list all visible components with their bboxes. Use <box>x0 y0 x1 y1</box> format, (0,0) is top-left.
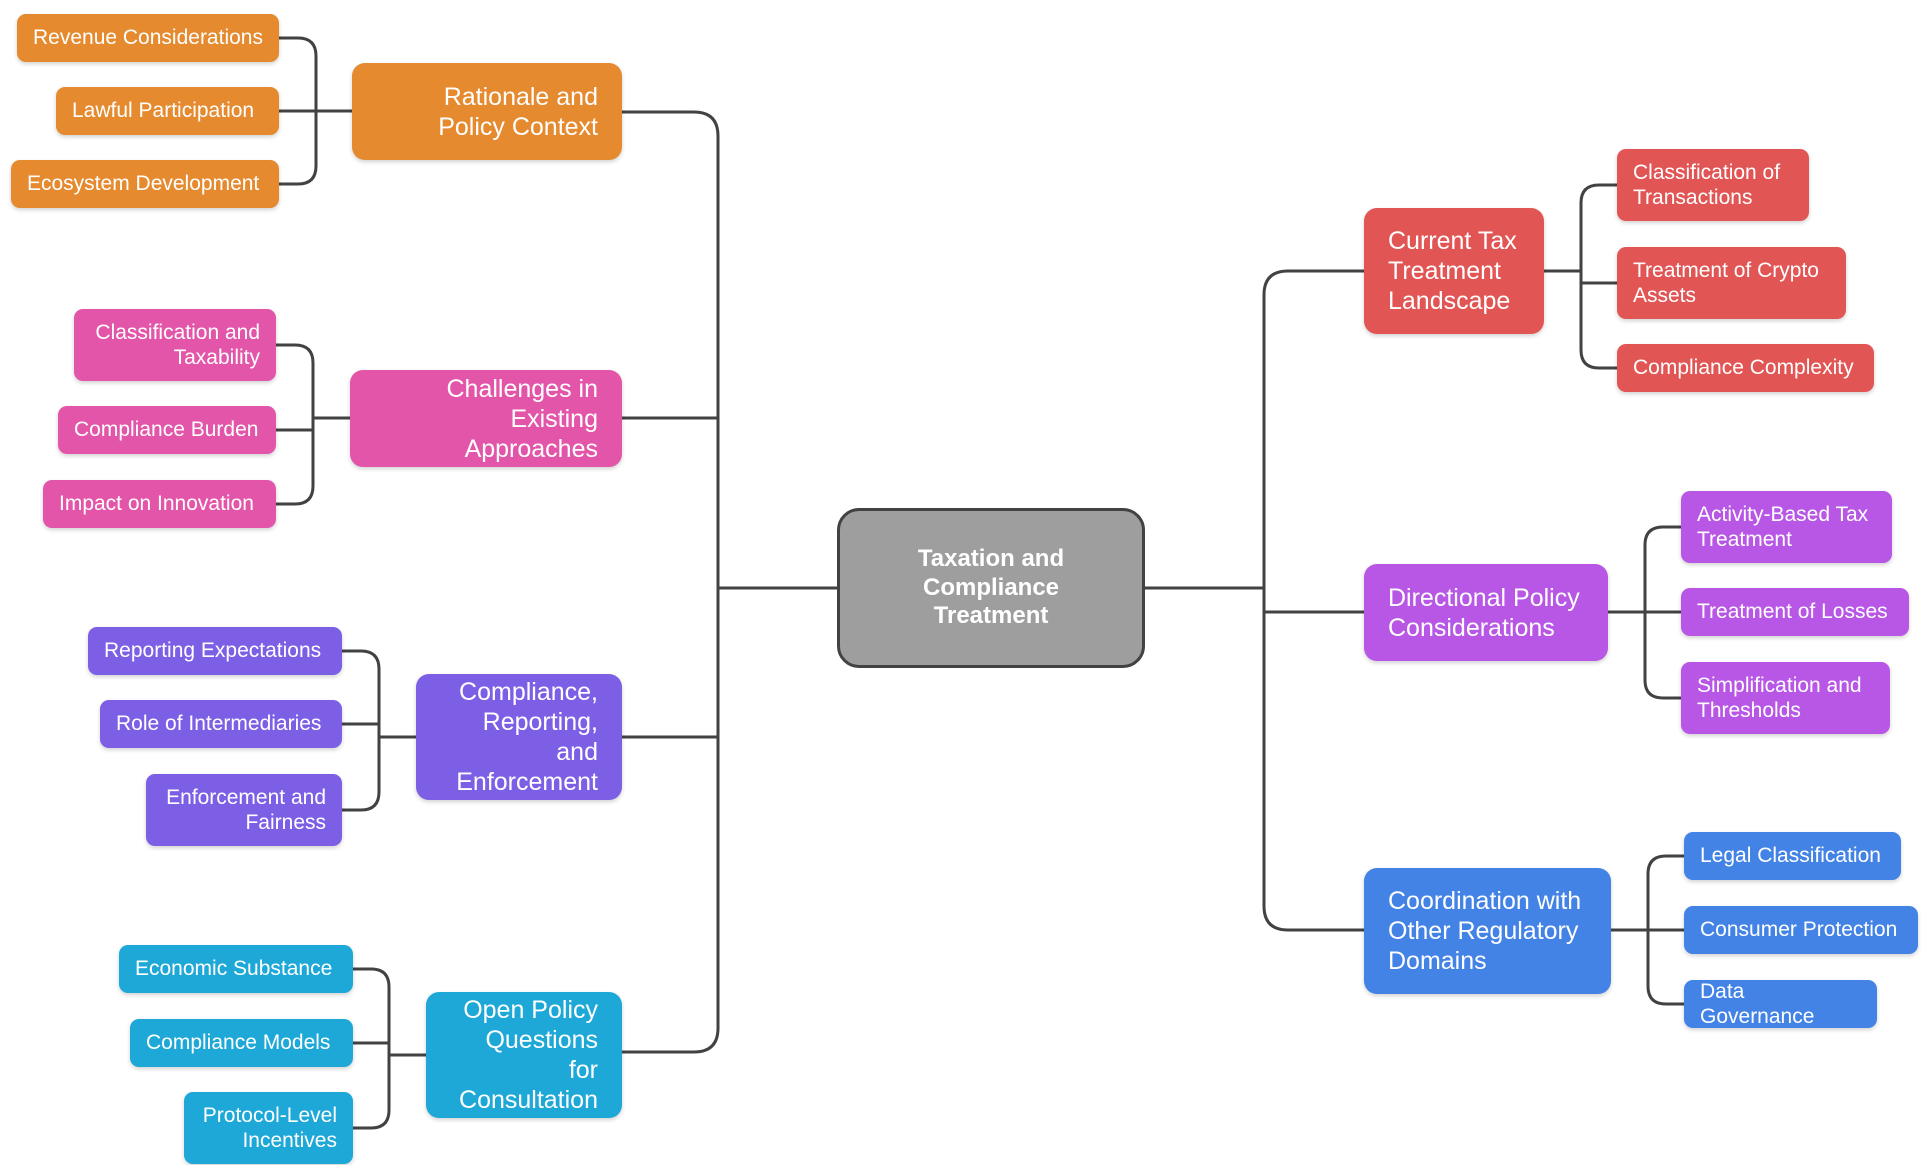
branch-directional-policy[interactable]: Directional Policy Considerations <box>1364 564 1608 661</box>
leaf-compliance-complexity[interactable]: Compliance Complexity <box>1617 344 1874 392</box>
leaf-impact-on-innovation[interactable]: Impact on Innovation <box>43 480 276 528</box>
root-topic[interactable]: Taxation and Compliance Treatment <box>837 508 1145 668</box>
branch-open-policy-questions[interactable]: Open Policy Questions for Consultation <box>426 992 622 1118</box>
leaf-treatment-of-losses[interactable]: Treatment of Losses <box>1681 588 1909 636</box>
connector-9 <box>274 343 315 506</box>
leaf-simplification-and-thresholds[interactable]: Simplification and Thresholds <box>1681 662 1890 734</box>
leaf-ecosystem-development[interactable]: Ecosystem Development <box>11 160 279 208</box>
leaf-protocol-level-incentives[interactable]: Protocol-Level Incentives <box>184 1092 353 1164</box>
leaf-compliance-burden[interactable]: Compliance Burden <box>58 406 276 454</box>
connector-18 <box>1579 183 1619 370</box>
branch-current-tax-treatment[interactable]: Current Tax Treatment Landscape <box>1364 208 1544 334</box>
leaf-activity-based-tax-treatment[interactable]: Activity-Based Tax Treatment <box>1681 491 1892 563</box>
leaf-legal-classification[interactable]: Legal Classification <box>1684 832 1901 880</box>
leaf-data-governance[interactable]: Data Governance <box>1684 980 1877 1028</box>
connector-15 <box>351 967 391 1130</box>
leaf-revenue-considerations[interactable]: Revenue Considerations <box>17 14 279 62</box>
leaf-classification-of-transactions[interactable]: Classification of Transactions <box>1617 149 1809 221</box>
leaf-role-of-intermediaries[interactable]: Role of Intermediaries <box>100 700 342 748</box>
leaf-classification-and-taxability[interactable]: Classification and Taxability <box>74 309 276 381</box>
branch-coordination[interactable]: Coordination with Other Regulatory Domai… <box>1364 868 1611 994</box>
branch-challenges[interactable]: Challenges in Existing Approaches <box>350 370 622 467</box>
leaf-lawful-participation[interactable]: Lawful Participation <box>56 87 279 135</box>
leaf-compliance-models[interactable]: Compliance Models <box>130 1019 353 1067</box>
leaf-economic-substance[interactable]: Economic Substance <box>119 945 353 993</box>
leaf-reporting-expectations[interactable]: Reporting Expectations <box>88 627 342 675</box>
branch-compliance-reporting[interactable]: Compliance, Reporting, and Enforcement <box>416 674 622 800</box>
connector-5 <box>1262 269 1366 932</box>
leaf-enforcement-and-fairness[interactable]: Enforcement and Fairness <box>146 774 342 846</box>
connector-12 <box>340 649 381 812</box>
leaf-consumer-protection[interactable]: Consumer Protection <box>1684 906 1918 954</box>
branch-rationale[interactable]: Rationale and Policy Context <box>352 63 622 160</box>
connector-2 <box>620 110 720 1054</box>
leaf-treatment-of-crypto-assets[interactable]: Treatment of Crypto Assets <box>1617 247 1846 319</box>
